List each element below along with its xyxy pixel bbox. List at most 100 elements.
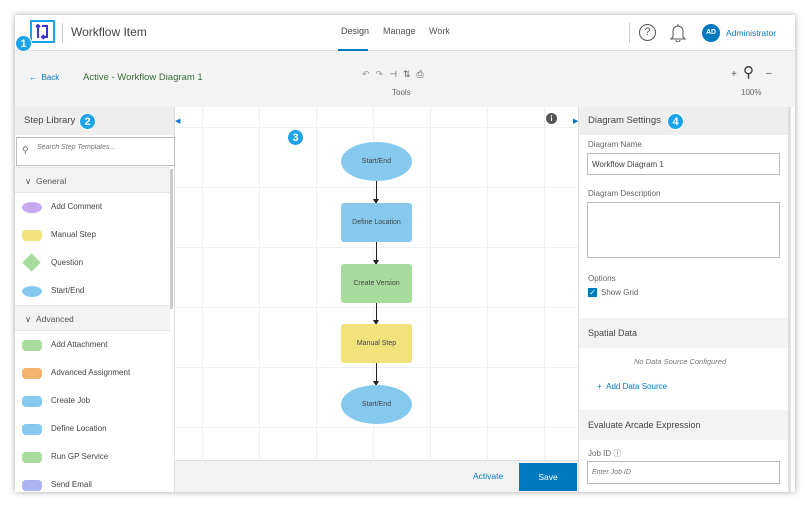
item-label: Run GP Service: [51, 452, 109, 461]
diamond-swatch-icon: [22, 253, 41, 272]
group-advanced[interactable]: ∨ Advanced: [15, 305, 170, 331]
name-label: Diagram Name: [588, 140, 642, 149]
list-item[interactable]: Add Attachment: [15, 331, 170, 359]
flow-node-end[interactable]: Start/End: [341, 385, 412, 424]
bell-icon[interactable]: [669, 23, 687, 47]
rect-swatch-icon: [22, 396, 42, 407]
toolbar: ← Back Active - Workflow Diagram 1 ↶↷⊣⇅⎙…: [15, 51, 795, 107]
rect-swatch-icon: [22, 424, 42, 435]
tab-design[interactable]: Design: [341, 26, 370, 36]
align-horizontal-icon[interactable]: ⊣: [389, 69, 403, 79]
item-label: Define Location: [51, 424, 107, 433]
rect-swatch-icon: [22, 230, 42, 241]
diagram-status: Active - Workflow Diagram 1: [83, 72, 203, 83]
add-source-label: Add Data Source: [606, 382, 668, 391]
ellipse-swatch-icon: [22, 286, 42, 297]
list-item[interactable]: Advanced Assignment: [15, 359, 170, 387]
info-icon[interactable]: i: [546, 113, 557, 124]
item-label: Add Attachment: [51, 340, 108, 349]
item-label: Question: [51, 258, 84, 267]
group-general[interactable]: ∨ General: [15, 167, 170, 193]
chevron-down-icon: ∨: [25, 176, 32, 186]
back-arrow-icon: ←: [29, 73, 37, 82]
list-item[interactable]: Send Email: [15, 471, 170, 492]
list-item[interactable]: Start/End: [15, 277, 170, 305]
plus-icon: +: [597, 382, 602, 391]
tab-manage[interactable]: Manage: [383, 26, 416, 36]
expand-right-icon[interactable]: ▶: [573, 118, 579, 125]
callout-1: 1: [15, 35, 32, 52]
ellipse-swatch-icon: [22, 202, 42, 213]
search-input[interactable]: [37, 144, 167, 151]
list-item[interactable]: Create Job: [15, 387, 170, 415]
print-icon[interactable]: ⎙: [416, 69, 430, 79]
collapse-left-icon[interactable]: ◀: [175, 118, 181, 125]
show-grid-label: Show Grid: [601, 288, 639, 297]
diagram-description-input[interactable]: [587, 202, 780, 258]
zoom-icon[interactable]: ⚲: [743, 64, 754, 81]
settings-title: Diagram Settings: [588, 115, 661, 126]
description-label: Diagram Description: [588, 189, 661, 198]
tab-work[interactable]: Work: [429, 26, 450, 36]
item-label: Start/End: [51, 286, 85, 295]
item-label: Advanced Assignment: [51, 368, 131, 377]
job-id-label: Job ID ⓘ: [588, 448, 621, 459]
save-button[interactable]: Save: [519, 463, 577, 491]
zoom-in-button[interactable]: +: [731, 69, 737, 80]
redo-icon[interactable]: ↷: [375, 69, 390, 79]
list-item[interactable]: Run GP Service: [15, 443, 170, 471]
add-data-source-link[interactable]: + Add Data Source: [597, 382, 667, 391]
step-library-title: Step Library: [24, 115, 76, 126]
tools-label: Tools: [392, 88, 411, 97]
rect-swatch-icon: [22, 452, 42, 463]
group-label: General: [35, 176, 67, 186]
callout-4: 4: [667, 113, 684, 130]
list-item[interactable]: Manual Step: [15, 221, 170, 249]
canvas-footer: Activate Save: [175, 460, 578, 492]
chevron-down-icon: ∨: [25, 314, 32, 324]
settings-header: Diagram Settings: [579, 107, 790, 135]
user-name[interactable]: Administrator: [726, 28, 777, 38]
diagram-settings-panel: ▶ Diagram Settings 4 Diagram Name Diagra…: [573, 107, 791, 492]
align-vertical-icon[interactable]: ⇅: [402, 69, 417, 79]
help-icon[interactable]: ?: [639, 24, 656, 41]
undo-icon[interactable]: ↶: [362, 69, 376, 79]
rect-swatch-icon: [22, 340, 42, 351]
flow-arrow: [373, 363, 379, 386]
flow-arrow: [373, 181, 379, 204]
rect-swatch-icon: [22, 368, 42, 379]
flow-node-manual-step[interactable]: Manual Step: [341, 324, 412, 363]
list-item[interactable]: Define Location: [15, 415, 170, 443]
search-icon: ⚲: [22, 145, 29, 155]
step-library-panel: Step Library 2 ⚲ ∨ General Add Comment M…: [15, 107, 180, 492]
show-grid-checkbox[interactable]: ✓: [588, 288, 597, 297]
diagram-name-input[interactable]: [587, 153, 780, 175]
flow-node-define-location[interactable]: Define Location: [341, 203, 412, 242]
arcade-header: Evaluate Arcade Expression: [579, 410, 789, 440]
options-label: Options: [588, 274, 616, 283]
no-source-text: No Data Source Configured: [634, 357, 727, 366]
diagram-canvas[interactable]: 3 i Start/End Define Location Create Ver…: [175, 107, 578, 460]
zoom-out-button[interactable]: –: [766, 68, 772, 79]
scrollbar[interactable]: [788, 107, 791, 492]
item-label: Create Job: [51, 396, 91, 405]
flow-arrow: [373, 242, 379, 265]
back-label: Back: [41, 73, 60, 82]
app-window: Workflow Item Design Manage Work ? AD Ad…: [15, 15, 795, 492]
flow-node-start[interactable]: Start/End: [341, 142, 412, 181]
job-id-input[interactable]: [587, 461, 780, 484]
avatar[interactable]: AD: [702, 24, 720, 42]
app-title: Workflow Item: [71, 25, 147, 39]
info-icon[interactable]: ⓘ: [613, 449, 622, 458]
list-item[interactable]: Add Comment: [15, 193, 170, 221]
scrollbar[interactable]: [170, 169, 173, 309]
flow-node-create-version[interactable]: Create Version: [341, 264, 412, 303]
activate-button[interactable]: Activate: [473, 471, 504, 481]
app-logo-icon[interactable]: [30, 20, 55, 43]
item-label: Add Comment: [51, 202, 103, 211]
item-label: Send Email: [51, 480, 92, 489]
callout-2: 2: [79, 113, 96, 130]
back-button[interactable]: ← Back: [29, 73, 59, 82]
group-label: Advanced: [35, 314, 74, 324]
list-item[interactable]: Question: [15, 249, 170, 277]
